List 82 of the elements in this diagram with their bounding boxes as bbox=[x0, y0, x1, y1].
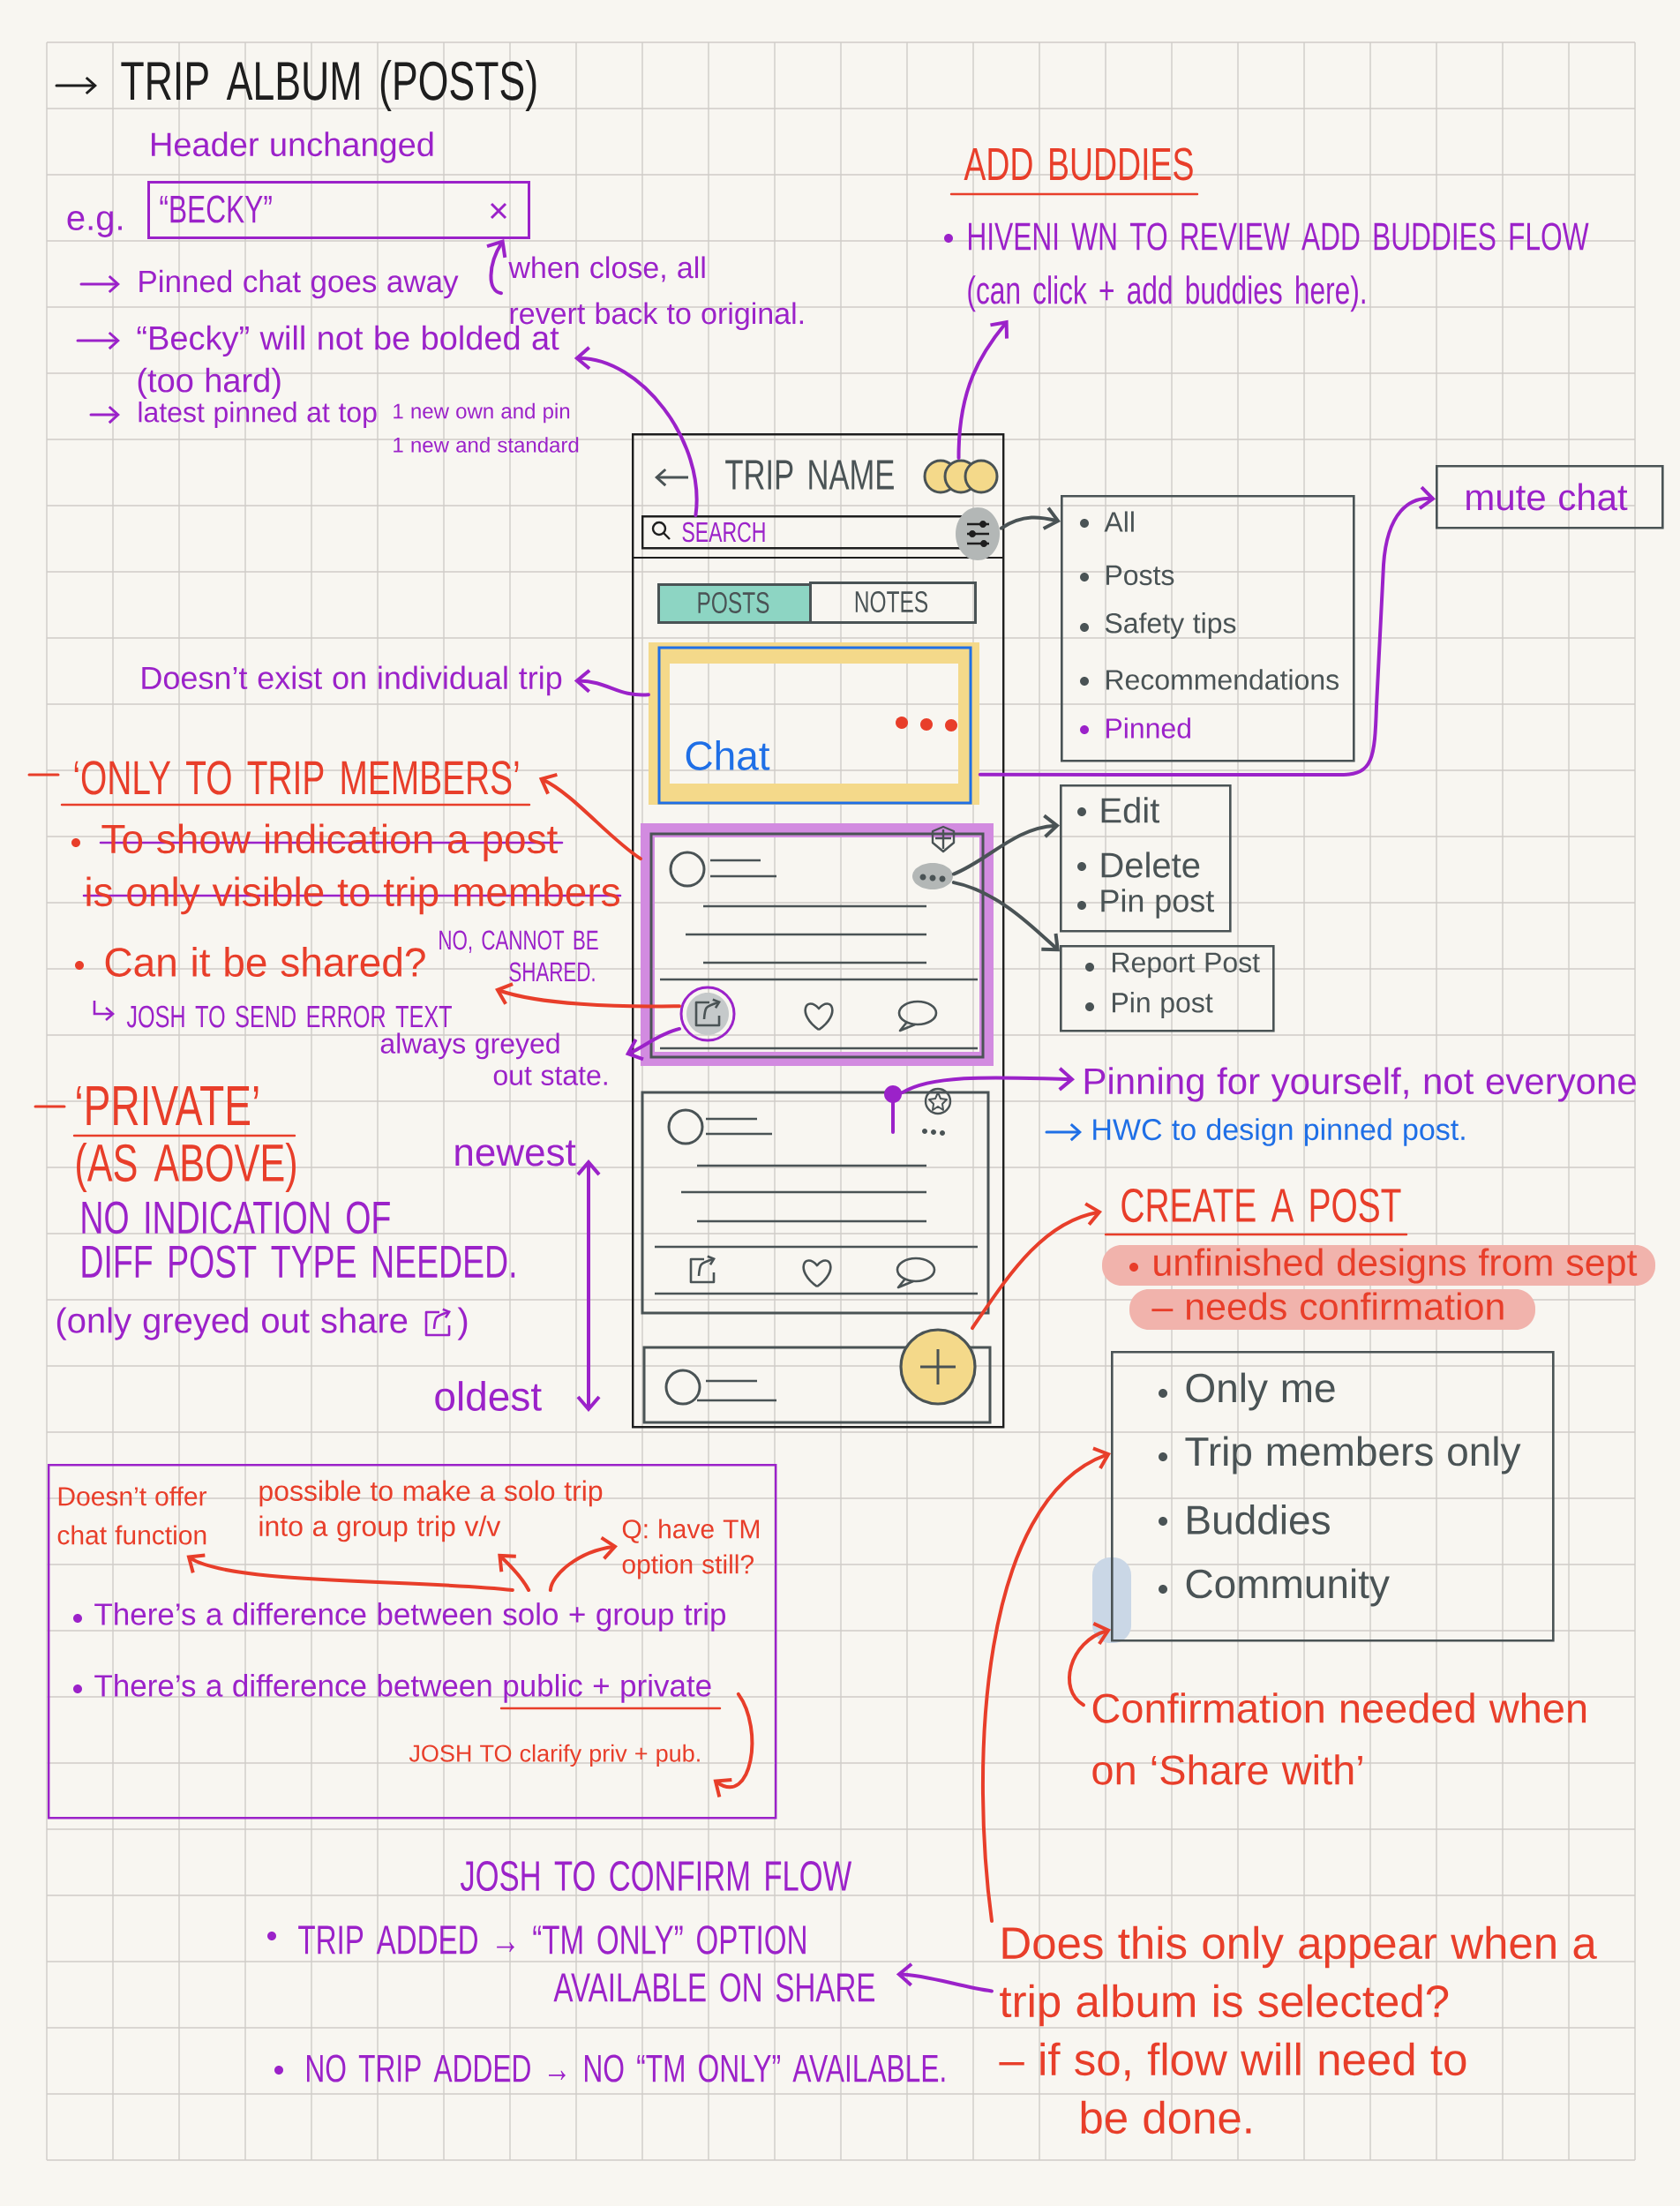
note-text: HWC to design pinned post. bbox=[1093, 1118, 1465, 1146]
note-box bbox=[48, 1464, 777, 1820]
search-field: SEARCH bbox=[641, 515, 964, 550]
arrow bbox=[951, 881, 1060, 952]
note-text: There’s a difference between public + private bbox=[94, 1674, 711, 1703]
note-text: ‘PRIVATE’ bbox=[77, 1086, 259, 1126]
arrow bbox=[896, 1962, 994, 1993]
note-text: “Becky” will not be bolded at (too hard) bbox=[137, 325, 559, 400]
search-box: “BECKY” bbox=[147, 181, 530, 239]
note-text: (AS ABOVE) bbox=[77, 1143, 296, 1192]
node-label: Pinned bbox=[1106, 717, 1190, 739]
note-text: Pinned chat goes away bbox=[139, 269, 459, 299]
arrow bbox=[999, 506, 1061, 530]
more-dots-icon bbox=[912, 863, 953, 889]
arrow bbox=[980, 1446, 1111, 1923]
heading: CREATE A POST bbox=[1121, 1188, 1401, 1223]
tab: POSTS bbox=[657, 583, 812, 624]
note-text: TRIP ADDED → “TM ONLY” OPTION AVAILABLE ON SHARE bbox=[298, 1925, 874, 2002]
note-text: JOSH TO clarify priv + pub. bbox=[409, 1744, 700, 1767]
arrow bbox=[498, 1553, 531, 1592]
menu-box: Edit Delete Pin post bbox=[1060, 784, 1232, 933]
menu-box: Only me Trip members only Buddies Community bbox=[1111, 1351, 1555, 1642]
add-button bbox=[899, 1328, 977, 1406]
arrow bbox=[574, 346, 699, 517]
note-text: Can it be shared? bbox=[105, 947, 425, 977]
note-text: Q: have TM option still? bbox=[622, 1519, 759, 1579]
note-text: HIVENI WN TO REVIEW ADD BUDDIES FLOW (can click + add buddies here). bbox=[968, 222, 1589, 312]
note-text: JOSH TO CONFIRM FLOW bbox=[460, 1861, 852, 1891]
node-label: Trip members only bbox=[1185, 1436, 1521, 1474]
arrow bbox=[486, 239, 507, 296]
arrow bbox=[548, 1535, 618, 1592]
note-text: ) bbox=[457, 1307, 468, 1340]
heading: ADD BUDDIES bbox=[964, 147, 1193, 181]
node-label: All bbox=[1104, 511, 1134, 532]
arrow bbox=[713, 1692, 754, 1797]
note-text: NO INDICATION OF DIFF POST TYPE NEEDED. bbox=[82, 1201, 515, 1279]
arrow bbox=[956, 319, 1009, 460]
arrow bbox=[574, 669, 650, 697]
node-label: Buddies bbox=[1188, 1504, 1330, 1534]
menu-box: Report Post Pin post bbox=[1060, 945, 1275, 1032]
arrow bbox=[186, 1553, 514, 1592]
node-label: Recommendations bbox=[1106, 669, 1339, 690]
option-box: mute chat bbox=[1436, 465, 1664, 529]
arrow bbox=[538, 772, 642, 861]
post-card bbox=[642, 1346, 992, 1424]
note-text: Doesn’t offer chat function bbox=[57, 1486, 207, 1545]
note-text: Does this only appear when a trip album is selected? – if so, flow will need to be done. bbox=[999, 1925, 1597, 2135]
arrow bbox=[971, 1202, 1102, 1330]
node-label: Only me bbox=[1186, 1372, 1335, 1411]
note-text: (only greyed out share bbox=[56, 1307, 408, 1340]
arrow bbox=[495, 982, 681, 1009]
note-text: NO TRIP ADDED → NO “TM ONLY” AVAILABLE. bbox=[307, 2054, 945, 2082]
node-label: Community bbox=[1186, 1568, 1390, 1607]
arrow bbox=[625, 1026, 681, 1062]
note-text: Doesn’t exist on individual trip bbox=[142, 665, 562, 696]
node-label: Posts bbox=[1106, 565, 1174, 586]
note-text: Confirmation needed when on ‘Share with’ bbox=[1092, 1692, 1586, 1785]
note-text: always greyed out state. bbox=[380, 1032, 607, 1085]
filter-icon bbox=[956, 507, 1000, 560]
pin-icon bbox=[884, 1085, 902, 1134]
menu-box: All Posts Safety tips Recommendations Pinned bbox=[1061, 495, 1355, 762]
note-text: Pinning for yourself, not everyone bbox=[1084, 1067, 1636, 1102]
title: TRIP ALBUM (POSTS) bbox=[121, 60, 536, 111]
arrow bbox=[1068, 1622, 1111, 1707]
note-text: 1 new and standard bbox=[394, 437, 579, 453]
note-text: There’s a difference between solo + group trip bbox=[94, 1602, 725, 1632]
note-text: oldest bbox=[435, 1381, 542, 1411]
note-text: e.g. bbox=[67, 211, 122, 237]
arrow bbox=[978, 485, 1436, 777]
avatar-icons bbox=[923, 459, 999, 494]
arrow bbox=[951, 814, 1060, 876]
arrow bbox=[900, 1067, 1075, 1095]
note-text: NO, CANNOT BE SHARED. bbox=[439, 930, 598, 982]
share-icon bbox=[679, 986, 736, 1042]
note-text: ‘ONLY TO TRIP MEMBERS’ bbox=[74, 761, 519, 795]
node-label: Safety tips bbox=[1105, 612, 1236, 639]
note-text: newest bbox=[455, 1140, 576, 1167]
note-text: possible to make a solo trip into a group trip v/v bbox=[259, 1480, 603, 1542]
note-text: JOSH TO SEND ERROR TEXT bbox=[126, 1005, 452, 1028]
highlighted-note: unfinished designs from sept – needs confirmation bbox=[1102, 1245, 1655, 1330]
tab: NOTES bbox=[809, 582, 977, 624]
chat-card: Chat bbox=[649, 642, 979, 805]
